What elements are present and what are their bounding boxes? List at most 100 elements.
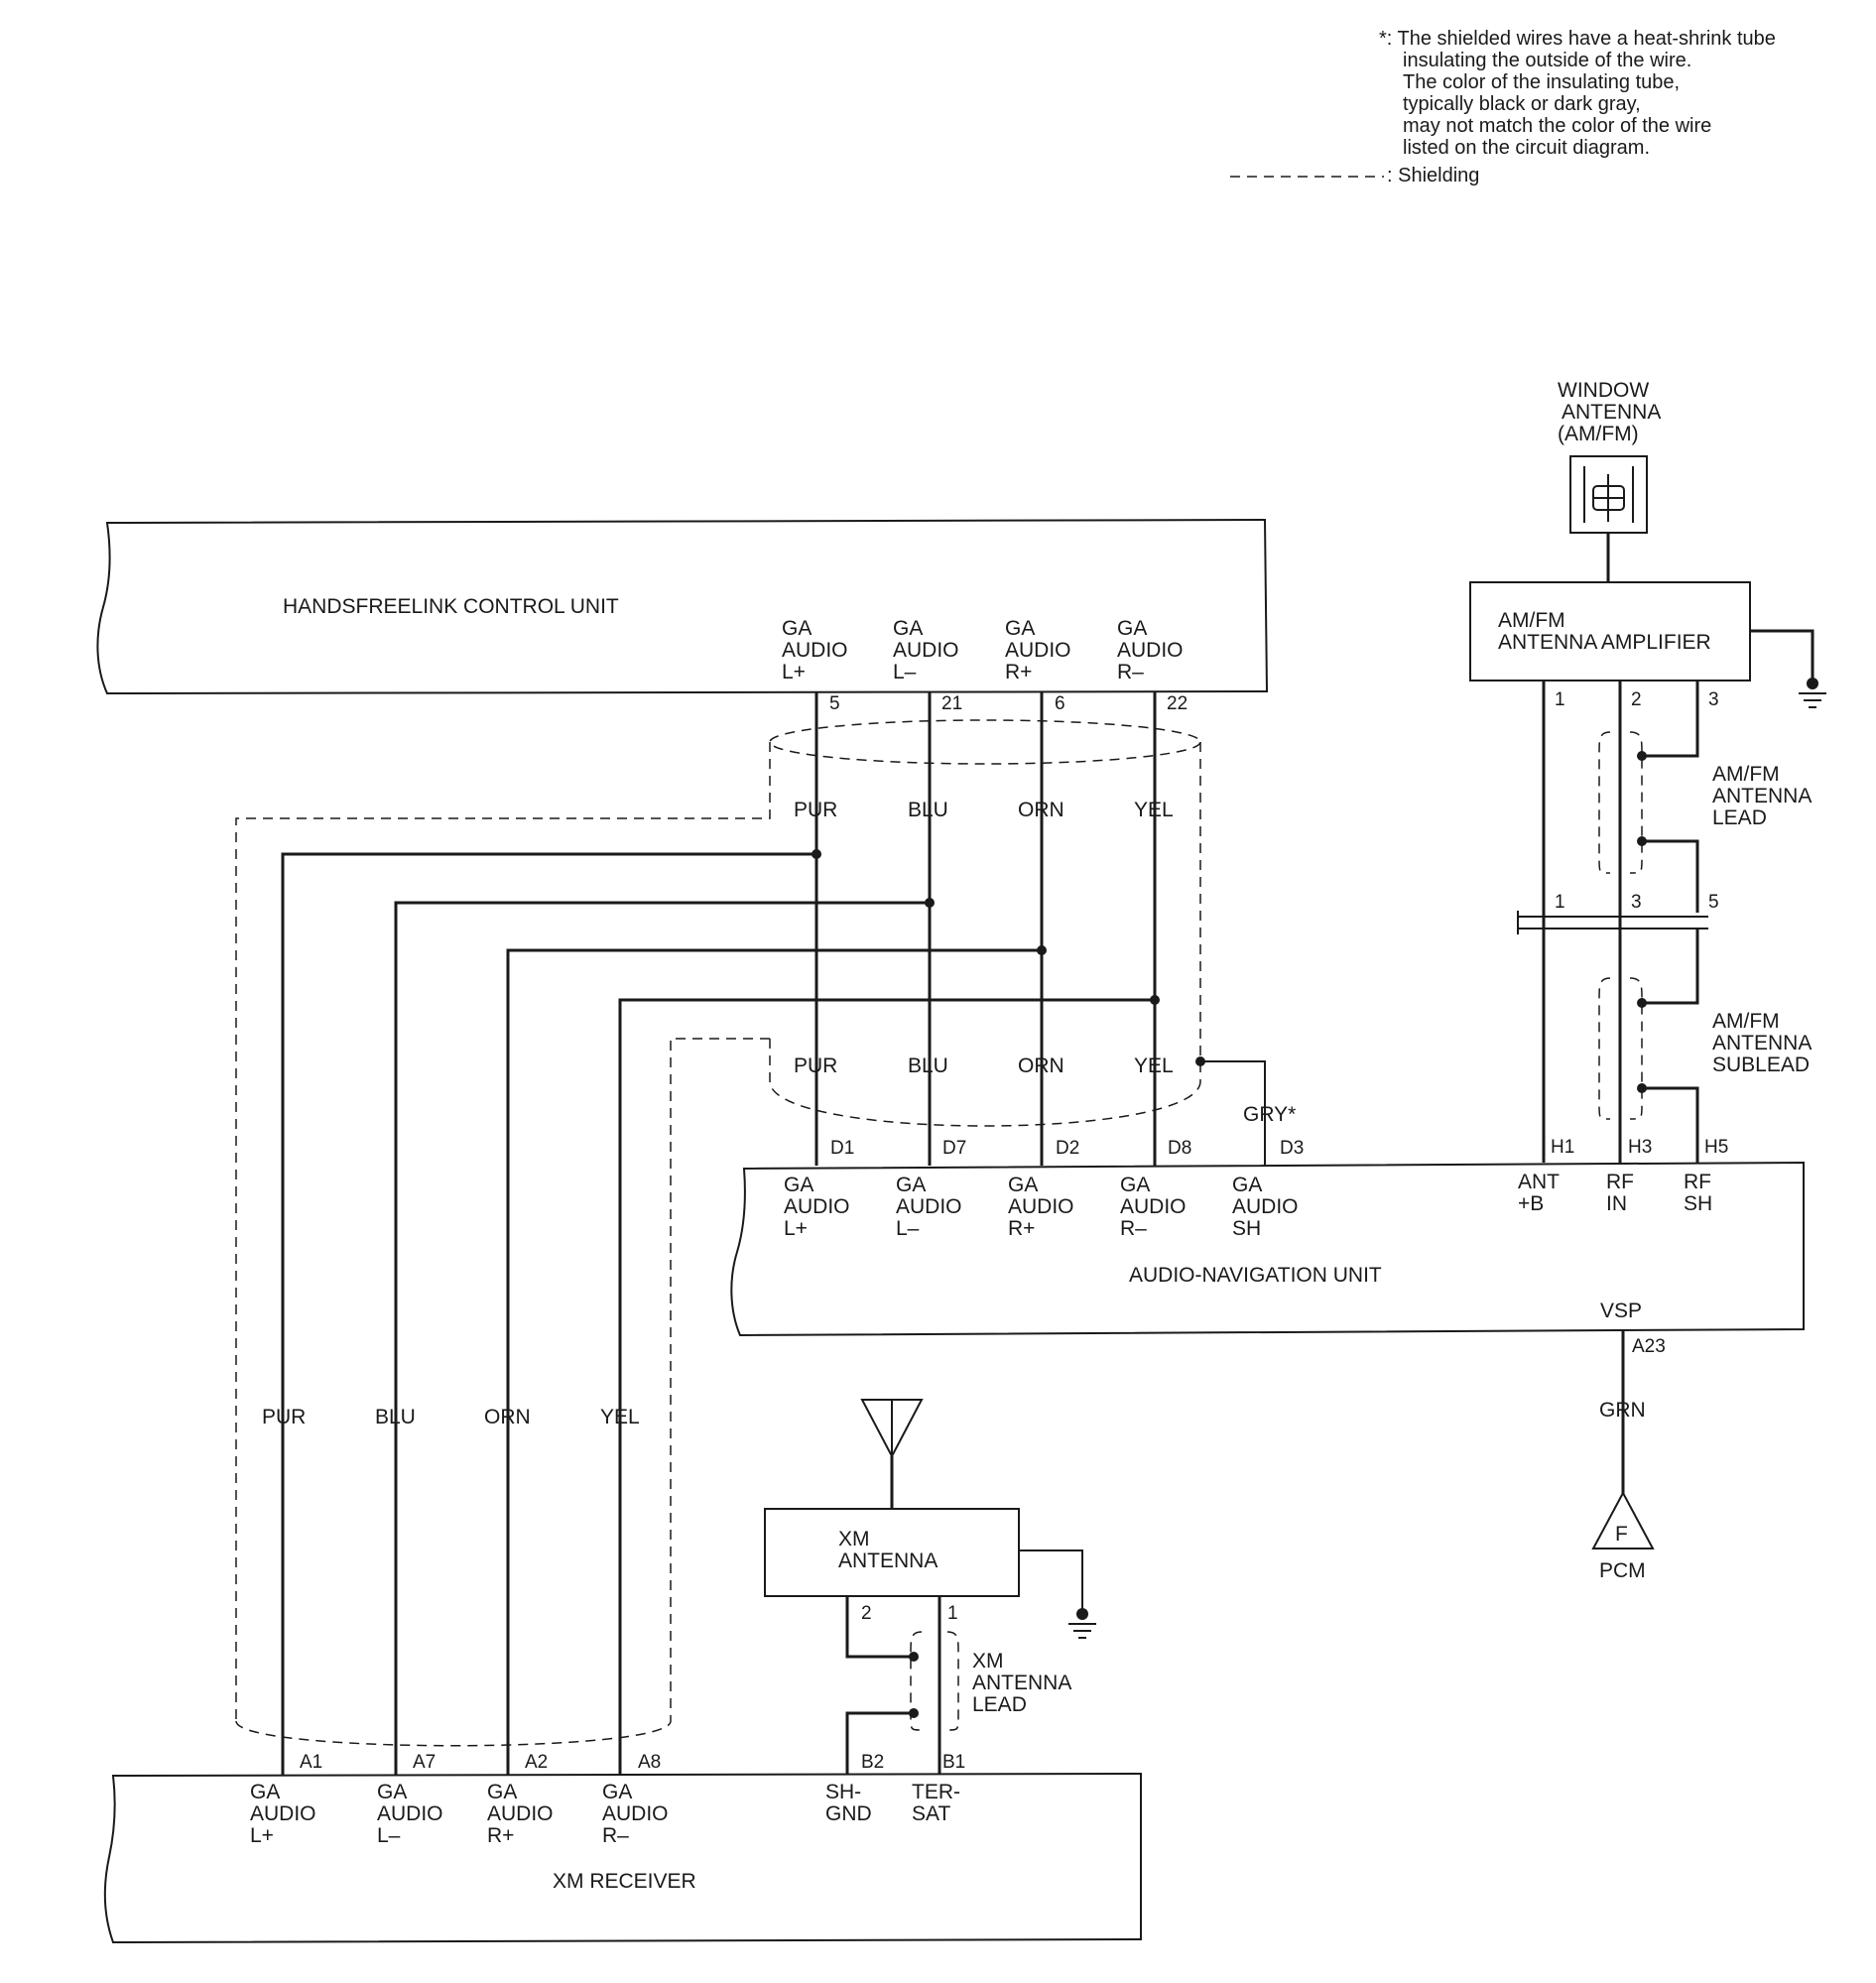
- xm-antenna-box: [764, 1508, 1020, 1597]
- hfl-pin: 5: [829, 693, 840, 714]
- hfl-term-label: GA: [782, 617, 812, 640]
- hfl-pin: 22: [1167, 693, 1188, 714]
- nav-ant-label: ANT: [1518, 1171, 1560, 1193]
- splice-dot: [1637, 836, 1647, 846]
- note-line-1: *: The shielded wires have a heat-shrink…: [1379, 28, 1776, 50]
- nav-term-label: GA: [1232, 1174, 1262, 1196]
- nav-term-label: R–: [1120, 1217, 1147, 1240]
- hfl-pin: 21: [941, 693, 962, 714]
- wire-orn-to-xm: [506, 948, 1042, 1775]
- wire-xm-ground: [1019, 1549, 1083, 1612]
- splice-dot: [1637, 998, 1647, 1008]
- ground-icon: [1068, 1623, 1096, 1639]
- wire-label-upper: PUR: [794, 799, 837, 821]
- wire-label-xm: PUR: [262, 1406, 306, 1428]
- window-antenna-label: ANTENNA: [1562, 401, 1661, 424]
- hfl-box: [96, 518, 1269, 695]
- nav-term-label: AUDIO: [1120, 1195, 1187, 1218]
- wire-label-xm: YEL: [600, 1406, 640, 1428]
- hfl-term-label: R+: [1005, 661, 1032, 683]
- xm-antenna-icon: [860, 1399, 924, 1459]
- xm-receiver-title: XM RECEIVER: [553, 1870, 696, 1893]
- nav-ant-pin: H5: [1704, 1137, 1728, 1158]
- nav-term-label: L–: [896, 1217, 920, 1240]
- ground-dot: [1807, 678, 1818, 689]
- wire-rf-sh-sublead-bottom: [1642, 1086, 1699, 1163]
- wire-pur-to-xm: [281, 852, 816, 1775]
- xm-term-label: GA: [487, 1781, 517, 1803]
- xm-term-label: AUDIO: [602, 1802, 669, 1825]
- xm-receiver-pin: A8: [638, 1752, 661, 1773]
- note-line-3: The color of the insulating tube,: [1403, 71, 1680, 93]
- nav-term-label: AUDIO: [896, 1195, 962, 1218]
- xm-term-label: GA: [377, 1781, 407, 1803]
- lead-label: ANTENNA: [1712, 785, 1812, 807]
- nav-term-label: R+: [1008, 1217, 1035, 1240]
- nav-box: [730, 1161, 1805, 1337]
- xm-receiver-pin: A2: [525, 1752, 548, 1773]
- xm-receiver-pin: B2: [861, 1752, 884, 1773]
- hfl-term-label: AUDIO: [782, 639, 848, 662]
- xm-term-label: GA: [250, 1781, 280, 1803]
- amp-pin: 3: [1708, 689, 1719, 710]
- shielding-legend-label: : Shielding: [1387, 165, 1479, 186]
- lower-shield: [235, 1038, 1201, 1747]
- nav-pin: D8: [1168, 1138, 1191, 1159]
- nav-term-label: L+: [784, 1217, 808, 1240]
- nav-title: AUDIO-NAVIGATION UNIT: [1129, 1264, 1382, 1287]
- sublead-shield: [1598, 977, 1643, 1120]
- amp-label: ANTENNA AMPLIFIER: [1498, 631, 1711, 654]
- xm-antenna-label: ANTENNA: [838, 1549, 938, 1572]
- xm-term-label: AUDIO: [377, 1802, 443, 1825]
- nav-ant-label: RF: [1684, 1171, 1711, 1193]
- hfl-term-label: L–: [893, 661, 917, 683]
- xm-term-label: L+: [250, 1824, 274, 1847]
- wire-amp-ground: [1750, 629, 1814, 682]
- shield-splice-dot: [1195, 1056, 1205, 1066]
- nav-term-label: SH: [1232, 1217, 1261, 1240]
- xm-receiver-pin: A1: [300, 1752, 322, 1773]
- hfl-term-label: GA: [1005, 617, 1035, 640]
- xm-antenna-label: XM: [838, 1528, 870, 1550]
- note-line-5: may not match the color of the wire: [1403, 115, 1711, 137]
- nav-pin: D7: [942, 1138, 966, 1159]
- hfl-term-label: GA: [1117, 617, 1147, 640]
- nav-term-label: GA: [1008, 1174, 1038, 1196]
- nav-ant-label: +B: [1518, 1192, 1544, 1215]
- splice-dot: [1150, 995, 1160, 1005]
- splice-dot: [812, 849, 821, 859]
- hfl-term-label: AUDIO: [1005, 639, 1071, 662]
- connector-pin: 1: [1555, 892, 1565, 913]
- wire-label-lower: YEL: [1134, 1054, 1174, 1077]
- wire-label-xm: ORN: [484, 1406, 531, 1428]
- amp-label: AM/FM: [1498, 609, 1565, 632]
- wire-label-gry: GRY*: [1243, 1103, 1296, 1126]
- xm-term-label: AUDIO: [250, 1802, 316, 1825]
- amp-pin: 1: [1555, 689, 1565, 710]
- lead-label: LEAD: [1712, 806, 1767, 829]
- lead-shield: [1598, 731, 1643, 874]
- nav-ant-pin: H1: [1551, 1137, 1574, 1158]
- hfl-term-label: L+: [782, 661, 806, 683]
- xm-lead-shield: [910, 1631, 959, 1731]
- wire-blu-to-xm: [394, 901, 930, 1775]
- nav-vsp-label: VSP: [1600, 1300, 1642, 1322]
- wire-xm-shgnd-bottom: [845, 1711, 914, 1775]
- note-line-6: listed on the circuit diagram.: [1403, 137, 1650, 159]
- inline-connector: [1517, 911, 1708, 934]
- xm-ant-term-label: SAT: [912, 1802, 950, 1825]
- nav-ant-label: SH: [1684, 1192, 1712, 1215]
- xm-term-label: R–: [602, 1824, 629, 1847]
- xm-receiver: XM RECEIVER GA AUDIO L+ GA AUDIO L– GA A…: [103, 1772, 1142, 1944]
- hfl-title: HANDSFREELINK CONTROL UNIT: [283, 595, 619, 618]
- lead-label: AM/FM: [1712, 763, 1780, 786]
- wire-label-upper: ORN: [1018, 799, 1064, 821]
- connector-pin: 5: [1708, 892, 1719, 913]
- hfl-term-label: AUDIO: [1117, 639, 1184, 662]
- wire-label-upper: BLU: [908, 799, 948, 821]
- wire-xm-shgnd-top: [845, 1596, 914, 1659]
- wire-label-upper: YEL: [1134, 799, 1174, 821]
- window-antenna-label: (AM/FM): [1558, 423, 1639, 445]
- nav-vsp-pin: A23: [1632, 1336, 1666, 1357]
